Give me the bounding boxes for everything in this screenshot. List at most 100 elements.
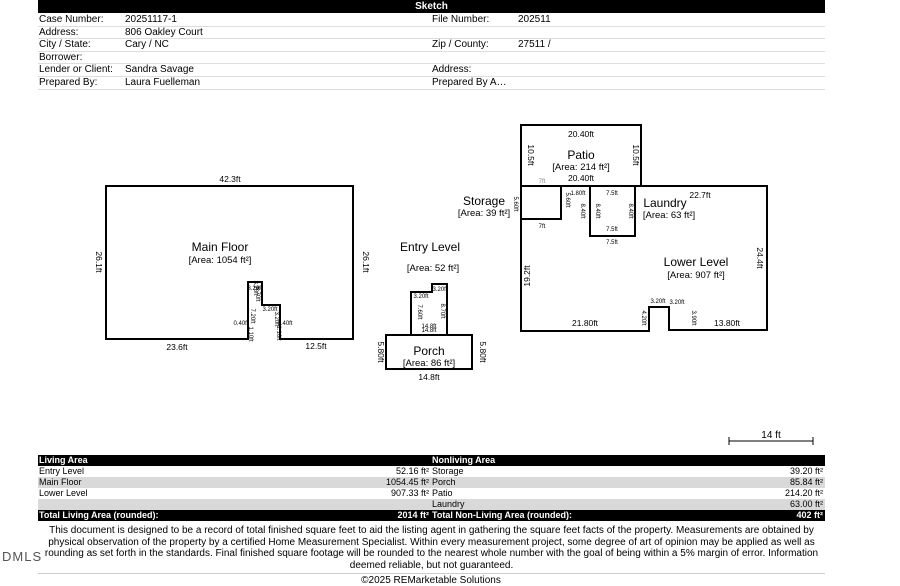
entry-level-name: Entry Level xyxy=(400,240,460,254)
disclaimer-text: This document is designed to be a record… xyxy=(44,525,819,571)
city-label: City / State: xyxy=(39,39,91,51)
dim-label: 4.20ft xyxy=(640,310,646,325)
dim-label: 1.80ft xyxy=(570,191,585,197)
nonliving-name: Patio xyxy=(432,488,453,498)
porch-area: [Area: 86 ft²] xyxy=(403,358,455,369)
patio-name: Patio xyxy=(567,148,595,162)
prepared-label: Prepared By: xyxy=(39,76,98,88)
table-row: Main Floor 1054.45 ft² Porch 85.84 ft² xyxy=(38,477,825,488)
info-row: City / State: Cary / NC Zip / County: 27… xyxy=(38,39,825,52)
dim-label: 8.70ft xyxy=(254,286,260,301)
dim-label: 14.8ft xyxy=(421,328,436,334)
dim-label: 22.7ft xyxy=(689,190,711,200)
scale-bar xyxy=(728,437,814,445)
main-floor-area: [Area: 1054 ft²] xyxy=(189,255,252,266)
nonliving-name: Storage xyxy=(432,466,464,476)
sketch-title: Sketch xyxy=(38,0,825,13)
dim-label: 7.5ft xyxy=(606,227,618,233)
address-value: 806 Oakley Court xyxy=(125,26,203,38)
total-living-label: Total Living Area (rounded): xyxy=(39,510,159,520)
file-label: File Number: xyxy=(432,14,490,25)
zip-value: 27511 / xyxy=(518,39,551,51)
table-row: Lower Level 907.33 ft² Patio 214.20 ft² xyxy=(38,488,825,499)
table-header: Living Area Nonliving Area xyxy=(38,455,825,466)
living-value: 1054.45 ft² xyxy=(385,477,429,487)
area-table: Living Area Nonliving Area Entry Level 5… xyxy=(38,455,825,521)
dim-label: 7.5ft xyxy=(606,240,618,246)
laundry-area: [Area: 63 ft²] xyxy=(643,210,695,221)
living-value: 52.16 ft² xyxy=(395,466,429,476)
total-nonliving-label: Total Non-Living Area (rounded): xyxy=(432,510,572,520)
dim-label: 14.8ft xyxy=(421,324,436,330)
dim-label: 3.20ft xyxy=(247,286,262,292)
property-info: Case Number: 20251117-1 File Number: 202… xyxy=(38,14,825,90)
table-row: Laundry 63.00 ft² xyxy=(38,499,825,510)
dim-label: 19.2ft xyxy=(522,265,532,287)
borrower-label: Borrower: xyxy=(39,51,83,63)
patio-area: [Area: 214 ft²] xyxy=(552,162,610,173)
living-value: 907.33 ft² xyxy=(390,488,429,498)
living-header: Living Area xyxy=(39,455,88,465)
dim-label: 1.10ft xyxy=(275,325,281,340)
dim-label: 5.60ft xyxy=(512,196,518,211)
info-row: Address: 806 Oakley Court xyxy=(38,27,825,40)
dim-label: 20.40ft xyxy=(568,173,595,183)
entry-level-area: [Area: 52 ft²] xyxy=(407,263,459,274)
lender-value: Sandra Savage xyxy=(125,64,194,76)
dim-label: 3.20ft xyxy=(669,300,684,306)
nonliving-header: Nonliving Area xyxy=(432,455,496,465)
nonliving-value: 39.20 ft² xyxy=(789,466,823,476)
dim-label: 12.5ft xyxy=(305,341,327,351)
living-name: Lower Level xyxy=(39,488,88,498)
living-name: Main Floor xyxy=(39,477,82,487)
dim-label: 24.4ft xyxy=(755,247,765,269)
table-totals: Total Living Area (rounded): 2014 ft² To… xyxy=(38,510,825,521)
scale-label: 14 ft xyxy=(761,430,781,441)
living-name: Entry Level xyxy=(39,466,85,476)
dim-label: 26.1ft xyxy=(361,251,371,273)
lower-level-name: Lower Level xyxy=(664,255,729,269)
porch-name: Porch xyxy=(413,344,444,358)
dim-label: 1.10ft xyxy=(247,326,253,341)
dim-label: 3.20ft xyxy=(650,299,665,305)
info-row: Borrower: xyxy=(38,52,825,65)
nonliving-name: Laundry xyxy=(432,499,465,509)
dim-label: 7ft xyxy=(539,224,546,230)
dim-label: 21.80ft xyxy=(572,318,599,328)
dim-label: 26.1ft xyxy=(94,251,104,273)
dim-label: 5.60ft xyxy=(564,192,570,207)
dim-label: 10.5ft xyxy=(526,144,536,166)
total-living-value: 2014 ft² xyxy=(397,510,429,520)
divider xyxy=(38,573,825,574)
storage-name: Storage xyxy=(463,194,505,208)
info-row: Case Number: 20251117-1 File Number: 202… xyxy=(38,14,825,27)
total-nonliving-value: 402 ft² xyxy=(796,510,823,520)
main-floor-outline xyxy=(105,185,354,340)
nonliving-value: 63.00 ft² xyxy=(789,499,823,509)
copyright: ©2025 REMarketable Solutions xyxy=(361,575,501,586)
dim-label: 3.20ft xyxy=(432,287,447,293)
dim-label: 8.40ft xyxy=(627,203,633,218)
porch-outline xyxy=(385,334,473,370)
case-label: Case Number: xyxy=(39,14,104,25)
nonliving-value: 85.84 ft² xyxy=(789,477,823,487)
table-row: Entry Level 52.16 ft² Storage 39.20 ft² xyxy=(38,466,825,477)
dim-label: 7.20ft xyxy=(249,308,255,323)
dim-label: 10.5ft xyxy=(631,144,641,166)
lower-level-outline xyxy=(520,185,768,332)
dim-label: 13.80ft xyxy=(714,318,741,328)
address2-label: Address: xyxy=(432,64,472,76)
file-value: 202511 xyxy=(518,14,551,25)
info-row: Prepared By: Laura Fuelleman Prepared By… xyxy=(38,77,825,90)
dim-label: 23.6ft xyxy=(166,342,188,352)
laundry-name: Laundry xyxy=(643,196,686,210)
nonliving-value: 214.20 ft² xyxy=(784,488,823,498)
dim-label: 0.40ft xyxy=(233,321,248,327)
address-label: Address: xyxy=(39,26,79,38)
dim-label: 7.5ft xyxy=(606,191,618,197)
lender-label: Lender or Client: xyxy=(39,64,113,76)
nonliving-name: Porch xyxy=(432,477,456,487)
floor-plan-sketch: Main Floor Entry Level Porch Patio Stora… xyxy=(94,124,814,445)
dim-label: 7.60ft xyxy=(416,304,422,319)
lower-level-area: [Area: 907 ft²] xyxy=(667,270,725,281)
